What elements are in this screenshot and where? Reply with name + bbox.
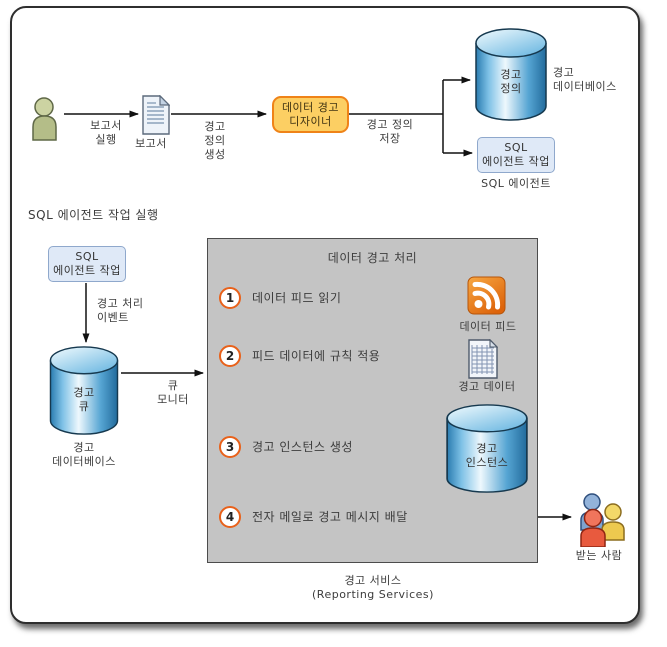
- step-3-text: 경고 인스턴스 생성: [252, 440, 353, 454]
- step-2-badge: 2: [219, 345, 241, 367]
- queue-monitor-label: 큐 모니터: [157, 379, 189, 406]
- data-feed-rss-icon: [467, 276, 506, 315]
- step-2-number: 2: [225, 349, 235, 363]
- definition-cylinder-label: 경고 정의: [500, 68, 522, 95]
- line-save-definition-split: [349, 80, 444, 153]
- sql-agent-label: SQL 에이전트: [481, 177, 551, 190]
- alert-service-caption: 경고 서비스 (Reporting Services): [312, 574, 434, 601]
- step-1-number: 1: [225, 291, 235, 305]
- alert-data-grid-icon: [468, 339, 498, 379]
- sql-agent-job-box-top: SQL 에이전트 작업: [477, 137, 555, 173]
- report-document-icon: [142, 95, 170, 135]
- queue-cylinder-label: 경고 큐: [73, 386, 95, 413]
- alert-data-label: 경고 데이터: [458, 380, 516, 393]
- sql-agent-job-box-left: SQL 에이전트 작업: [48, 246, 126, 282]
- run-report-label: 보고서 실행: [90, 119, 122, 146]
- data-alert-designer-box: 데이터 경고 디자이너: [272, 96, 349, 133]
- step-4-text: 전자 메일로 경고 메시지 배달: [252, 510, 408, 524]
- step-3-badge: 3: [219, 436, 241, 458]
- create-definition-label: 경고 정의 생성: [204, 120, 226, 161]
- instance-cylinder-label: 경고 인스턴스: [465, 442, 509, 469]
- step-4-badge: 4: [219, 506, 241, 528]
- step-1-badge: 1: [219, 287, 241, 309]
- step-2-text: 피드 데이터에 규칙 적용: [252, 349, 381, 363]
- alert-processing-event-label: 경고 처리 이벤트: [97, 297, 144, 324]
- step-1-text: 데이터 피드 읽기: [252, 291, 342, 305]
- recipients-label: 받는 사람: [575, 549, 623, 562]
- step-3-number: 3: [225, 440, 235, 454]
- recipients-people-icon: [575, 491, 627, 547]
- user-icon: [30, 97, 64, 141]
- save-definition-label: 경고 정의 저장: [366, 118, 414, 145]
- report-label: 보고서: [135, 137, 167, 150]
- step-4-number: 4: [225, 510, 235, 524]
- panel-title: 데이터 경고 처리: [327, 251, 418, 265]
- data-feed-label: 데이터 피드: [459, 320, 517, 333]
- sql-agent-job-run-heading: SQL 에이전트 작업 실행: [28, 208, 159, 222]
- alert-database-label-left: 경고 데이터베이스: [52, 441, 116, 468]
- alert-definition-cylinder: 경고 정의: [475, 28, 547, 122]
- alert-database-label-top: 경고 데이터베이스: [553, 66, 617, 93]
- alert-instance-cylinder: 경고 인스턴스: [446, 404, 528, 494]
- alert-queue-cylinder: 경고 큐: [47, 346, 121, 436]
